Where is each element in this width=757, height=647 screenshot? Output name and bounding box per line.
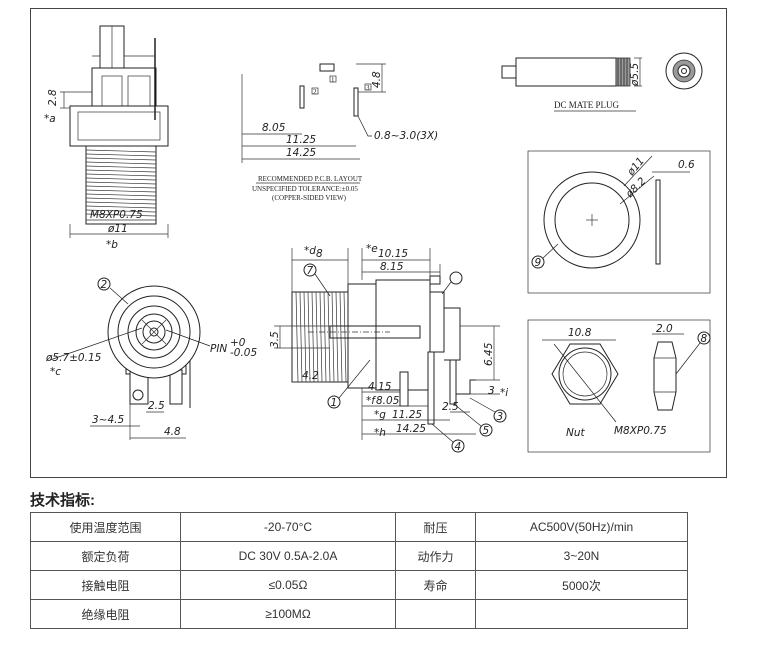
callout-6: 7	[307, 265, 314, 277]
spec-value: ≥100MΩ	[180, 599, 396, 629]
side-right-dim-3: 2.5	[442, 401, 459, 413]
pcb-pin-2: 2	[313, 88, 317, 96]
spec-value: DC 30V 0.5A-2.0A	[180, 541, 396, 571]
front-height-dim: 2.8	[47, 89, 59, 106]
spec-label: 绝缘电阻	[30, 599, 181, 629]
callout-4: 4	[455, 441, 462, 453]
side-bottom-dim-2: 8.05	[376, 395, 400, 407]
pin-tol-lower: -0.05	[230, 347, 257, 359]
dc-mate-plug: ø5.5 DC MATE PLUG	[501, 52, 703, 112]
plug-caption: DC MATE PLUG	[554, 100, 620, 110]
side-right-dim-1: 6.45	[483, 342, 495, 366]
spec-label: 动作力	[395, 541, 476, 571]
nut-callout: 8	[701, 333, 708, 345]
front-diameter: ø11	[107, 223, 128, 235]
pcb-dim-1: 8.05	[262, 122, 286, 134]
spec-label: 耐压	[395, 512, 476, 542]
pcb-layout: 2 3 1 4.8 8.05 11.25 14.25 0.8~3.0(3X) R…	[241, 63, 438, 202]
pcb-height-dim: 4.8	[371, 71, 383, 88]
washer-callout: 9	[535, 257, 542, 269]
side-bottom-dim-1: 4.15	[368, 381, 392, 393]
side-top-dim-2: 10.15	[378, 248, 408, 260]
spec-table: 使用温度范围 -20-70°C 耐压 AC500V(50Hz)/min 额定负荷…	[30, 512, 688, 629]
side-view: 8 *d 10.15 *e 8.15 3.5 4.2 6.45 3 *i 2.5…	[269, 243, 508, 453]
callout-1: 1	[331, 397, 338, 409]
washer-thickness: 0.6	[678, 159, 695, 171]
pcb-caption-1: RECOMMENDED P.C.B. LAYOUT	[258, 175, 363, 183]
spec-value: ≤0.05Ω	[180, 570, 396, 600]
spec-value	[475, 599, 688, 629]
ref-e: *e	[366, 243, 378, 255]
front-thread-label: M8XP0.75	[90, 209, 143, 221]
drawing-frame	[30, 8, 727, 478]
spec-title: 技术指标:	[30, 492, 95, 509]
end-dim-2: 3~4.5	[92, 414, 124, 426]
ref-a: *a	[44, 113, 56, 125]
side-left-dim-1: 3.5	[269, 331, 281, 348]
pcb-caption-3: (COPPER-SIDED VIEW)	[272, 194, 347, 202]
spec-label: 使用温度范围	[30, 512, 181, 542]
end-dim-3: 4.8	[164, 426, 181, 438]
table-row: 额定负荷 DC 30V 0.5A-2.0A 动作力 3~20N	[30, 541, 688, 571]
end-dim-1: 2.5	[148, 400, 165, 412]
side-bottom-dim-4: 14.25	[396, 423, 426, 435]
washer-panel: ø11 ø8.2 0.6 9	[527, 150, 711, 294]
pin-tol-upper: +0	[230, 337, 246, 349]
pcb-caption-2: UNSPECIFIED TOLERANCE:±0.05	[252, 185, 358, 193]
pcb-dim-2: 11.25	[286, 134, 316, 146]
spec-label: 接触电阻	[30, 570, 181, 600]
ref-i: *i	[500, 387, 508, 399]
spec-value: -20-70°C	[180, 512, 396, 542]
plug-diameter: ø5.5	[629, 63, 641, 87]
side-right-dim-2: 3	[488, 385, 495, 397]
drawing-canvas: 2.8 *a M8XP0.75 ø11 *b 2 3 1 4.8 8.05 11…	[30, 8, 727, 478]
spec-label: 寿命	[395, 570, 476, 600]
pcb-pin-1: 1	[331, 76, 335, 84]
nut-width: 10.8	[568, 327, 592, 339]
ref-g: *g	[374, 409, 386, 421]
pcb-dim-3: 14.25	[286, 147, 316, 159]
spec-label: 额定负荷	[30, 541, 181, 571]
front-view: 2.8 *a M8XP0.75 ø11 *b	[44, 25, 169, 251]
end-view-callout: 2	[101, 279, 108, 291]
side-top-dim-3: 8.15	[380, 261, 404, 273]
side-bottom-dim-3: 11.25	[392, 409, 422, 421]
spec-value: 3~20N	[475, 541, 688, 571]
washer-outer-diameter: ø11	[624, 155, 647, 179]
table-row: 绝缘电阻 ≥100MΩ	[30, 599, 688, 629]
table-row: 使用温度范围 -20-70°C 耐压 AC500V(50Hz)/min	[30, 512, 688, 542]
ref-c: *c	[50, 366, 61, 378]
nut-thickness: 2.0	[656, 323, 673, 335]
pcb-pin-3: 3	[366, 84, 370, 92]
end-view: 2 ø5.7±0.15 *c PIN +0 -0.05 2.5 3~4.5 4.…	[45, 277, 257, 440]
ref-d: *d	[304, 245, 316, 257]
pin-label: PIN	[210, 343, 227, 355]
nut-label: Nut	[566, 427, 586, 439]
ref-b: *b	[106, 239, 118, 251]
end-hole-diameter: ø5.7±0.15	[45, 352, 102, 364]
spec-value: 5000次	[475, 570, 688, 600]
technical-drawing: 2.8 *a M8XP0.75 ø11 *b 2 3 1 4.8 8.05 11…	[30, 8, 727, 478]
pcb-hole-note: 0.8~3.0(3X)	[374, 130, 438, 142]
ref-f: *f	[366, 395, 377, 407]
ref-h: *h	[374, 427, 386, 439]
table-row: 接触电阻 ≤0.05Ω 寿命 5000次	[30, 570, 688, 600]
callout-5: 5	[483, 425, 490, 437]
side-left-dim-2: 4.2	[302, 370, 319, 382]
side-top-dim-1: 8	[316, 248, 323, 260]
nut-panel: 10.8 M8XP0.75 Nut 2.0 8	[527, 319, 711, 453]
spec-value: AC500V(50Hz)/min	[475, 512, 688, 542]
callout-3: 3	[497, 411, 504, 423]
spec-label	[395, 599, 476, 629]
nut-thread: M8XP0.75	[614, 425, 667, 437]
